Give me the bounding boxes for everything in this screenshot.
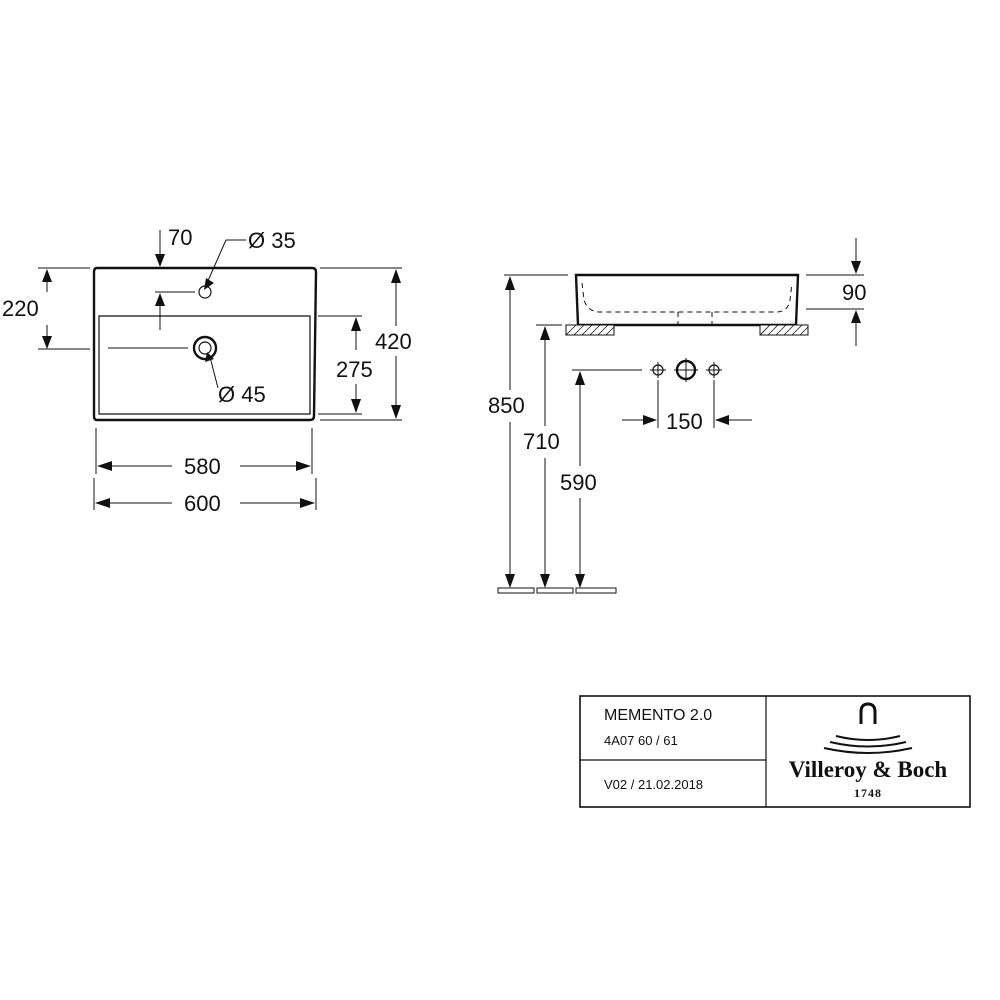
dim-70-label: 70	[168, 225, 192, 250]
dim-dia45-label: Ø 45	[218, 382, 266, 407]
valve-left-symbol	[650, 362, 666, 378]
dim-dia35-label: Ø 35	[248, 228, 296, 253]
floor-block-1	[497, 587, 535, 594]
product-name: MEMENTO 2.0	[604, 707, 712, 724]
countertop-left	[565, 324, 615, 336]
basin-side-outline	[574, 273, 800, 327]
basin-outline	[92, 266, 318, 422]
title-block: MEMENTO 2.0 4A07 60 / 61 V02 / 21.02.201…	[579, 695, 971, 808]
valve-right-symbol	[706, 362, 722, 378]
drain-inner	[198, 341, 212, 355]
dim-220-label: 220	[2, 296, 39, 321]
dim-580-label: 580	[184, 454, 221, 479]
water-tap-logo-icon	[823, 702, 913, 754]
side-view: 90 850 710 590	[488, 238, 866, 594]
dim-90-label: 90	[842, 280, 866, 305]
dim-420-label: 420	[375, 329, 412, 354]
article-number: 4A07 60 / 61	[604, 733, 678, 748]
dim-710-label: 710	[523, 429, 560, 454]
dim-850-label: 850	[488, 393, 525, 418]
version-date: V02 / 21.02.2018	[604, 777, 703, 792]
brand-year: 1748	[854, 786, 882, 800]
basin-bowl	[98, 315, 311, 415]
dim-600-label: 600	[184, 491, 221, 516]
floor-block-2	[536, 587, 574, 594]
top-view: 70 Ø 35 220 Ø 45 420 275	[2, 225, 412, 516]
dim-275-label: 275	[336, 357, 373, 382]
brand-logo: Villeroy & Boch 1748	[789, 702, 948, 800]
drain-outer	[192, 335, 218, 361]
dim-590-label: 590	[560, 470, 597, 495]
brand-name: Villeroy & Boch	[789, 757, 948, 782]
countertop-right	[759, 324, 809, 336]
tap-centre-symbol	[674, 358, 698, 382]
dim-150-label: 150	[666, 409, 703, 434]
floor-block-3	[575, 587, 617, 594]
